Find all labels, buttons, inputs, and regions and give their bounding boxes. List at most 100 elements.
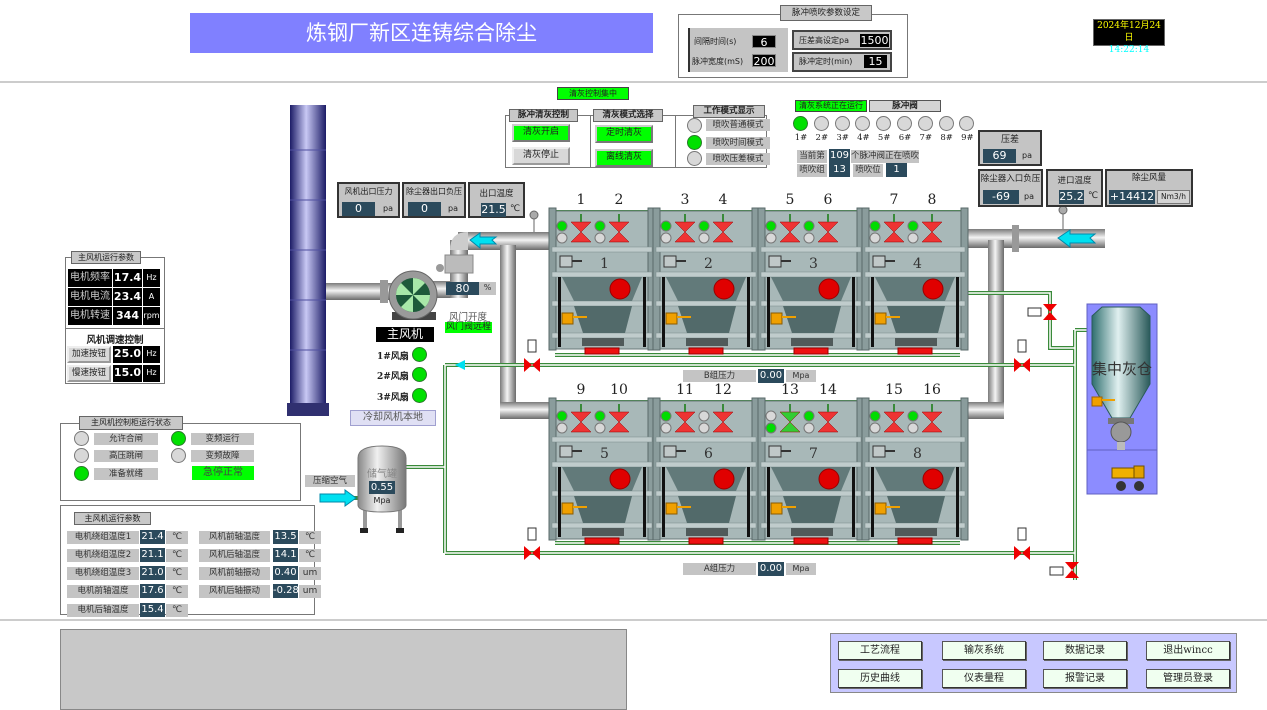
valve-status-indicator	[660, 232, 672, 244]
truck-icon	[1111, 465, 1145, 491]
param-label: 电机前轴温度	[67, 585, 139, 598]
valve-status-indicator	[907, 232, 919, 244]
filter-beam	[864, 271, 966, 278]
pulse-valve-icon	[817, 421, 839, 433]
cylinder-icon	[561, 502, 574, 515]
discharge	[686, 338, 728, 346]
valve-status-indicator	[907, 220, 919, 232]
valve-status-indicator	[698, 422, 710, 434]
filter-post	[548, 397, 557, 541]
valve-icon	[524, 546, 532, 560]
flow-arrow-icon	[455, 360, 465, 370]
current-unit: A	[143, 288, 160, 306]
pulse-timer-label: 脉冲定时(min)	[799, 57, 853, 66]
timed-clean-button[interactable]: 定时清灰	[595, 125, 653, 143]
actuator-icon	[768, 445, 782, 458]
air-valves	[524, 304, 1079, 578]
param-value: -0.28	[273, 584, 299, 598]
valve-number: 7	[890, 192, 899, 208]
nav-alarm-log-button[interactable]: 报警记录	[1043, 669, 1127, 688]
fan-3-label: 3#风扇	[377, 393, 409, 403]
vfd-fault-label: 变频故障	[191, 450, 254, 462]
clean-stop-button[interactable]: 清灰停止	[512, 147, 570, 165]
cylinder-icon	[770, 502, 783, 515]
flow-arrow-icon	[469, 232, 498, 250]
group-b-pressure-value: 0.00	[758, 369, 784, 383]
inlet-neg-unit: pa	[1024, 192, 1034, 201]
filter-leg	[767, 277, 770, 347]
nav-ash-system-button[interactable]: 输灰系统	[942, 641, 1026, 660]
clean-start-button[interactable]: 清灰开启	[512, 124, 570, 142]
param-value: 14.1	[273, 548, 298, 562]
param-label: 电机绕组温度3	[67, 567, 139, 580]
nav-data-log-button[interactable]: 数据记录	[1043, 641, 1127, 660]
fan-3-indicator	[412, 388, 427, 403]
nav-history-trend-button[interactable]: 历史曲线	[838, 669, 922, 688]
pulse-width-input[interactable]: 200	[752, 54, 776, 68]
slow-down-button[interactable]: 慢速按钮	[67, 365, 111, 382]
filter-leg	[871, 277, 874, 347]
valve-icon	[532, 358, 540, 372]
valve-status-indicator	[660, 220, 672, 232]
cooling-fan-button[interactable]: 冷却风机本地	[350, 410, 436, 426]
dp-alarm-icon	[818, 278, 840, 300]
freq-unit: Hz	[143, 269, 160, 287]
interval-input[interactable]: 6	[752, 35, 776, 49]
valve-status-indicator	[698, 220, 710, 232]
position-label: 喷吹位	[853, 164, 883, 177]
filter-leg	[956, 277, 959, 347]
filter-beam	[864, 332, 966, 339]
param-label: 风机前轴振动	[199, 567, 270, 580]
nav-admin-login-button[interactable]: 管理员登录	[1146, 669, 1230, 688]
valve-status-indicator	[765, 220, 777, 232]
nav-instrument-range-button[interactable]: 仪表量程	[942, 669, 1026, 688]
inlet-neg-box: 除尘器入口负压 -69 pa	[978, 169, 1043, 207]
filter-beam	[864, 461, 966, 468]
valve-number: 2	[615, 192, 624, 208]
filter-beam	[760, 300, 862, 307]
pulse-valve-label: 1#	[794, 133, 808, 143]
mode-label: 喷吹时间模式	[706, 137, 770, 149]
unit-number: 8	[913, 446, 922, 462]
position-value: 1	[886, 163, 907, 177]
dp-high-input[interactable]: 1500	[860, 34, 889, 47]
filter-beam	[760, 461, 862, 468]
hv-trip-label: 高压跳闸	[94, 450, 158, 462]
offline-clean-button[interactable]: 离线清灰	[595, 149, 653, 167]
unit-number: 7	[809, 446, 818, 462]
flue-duct	[326, 205, 1105, 419]
valve-number: 3	[681, 192, 690, 208]
flow-arrow-icon	[319, 489, 357, 507]
pulse-valve-icon	[779, 231, 801, 243]
param-unit: ℃	[166, 585, 188, 598]
run-params-title: 主风机运行参数	[74, 512, 151, 525]
filter-post	[960, 207, 969, 351]
main-fan-icon	[388, 270, 438, 320]
dp-value: 69	[983, 149, 1016, 163]
dp-alarm-icon	[818, 468, 840, 490]
group-a-pressure-unit: Mpa	[786, 563, 816, 575]
hopper-lower	[574, 496, 632, 523]
pulse-valve-indicator	[897, 116, 912, 131]
filter-beam	[551, 271, 653, 278]
ash-valve-icon	[897, 347, 933, 355]
dp-alarm-icon	[922, 278, 944, 300]
unit-number: 1	[600, 256, 609, 272]
ash-valve-icon	[793, 537, 829, 545]
pulse-valve-label: 3#	[836, 133, 849, 143]
actuator-icon	[872, 255, 886, 268]
nav-process-flow-button[interactable]: 工艺流程	[838, 641, 922, 660]
ready-label: 准备就绪	[94, 468, 158, 480]
nav-exit-button[interactable]: 退出wincc	[1146, 641, 1230, 660]
dp-alarm-icon	[922, 468, 944, 490]
filter-leg	[643, 467, 646, 537]
speed-up-button[interactable]: 加速按钮	[67, 346, 111, 363]
flow-arrow-icon	[1057, 229, 1097, 248]
date-text: 2024年12月24日	[1097, 21, 1161, 43]
unit-number: 5	[600, 446, 609, 462]
cylinder-icon	[770, 312, 783, 325]
valve-number: 1	[577, 192, 586, 208]
filter-unit: 1 1 2	[548, 192, 656, 355]
pulse-timer-input[interactable]: 15	[864, 55, 887, 68]
